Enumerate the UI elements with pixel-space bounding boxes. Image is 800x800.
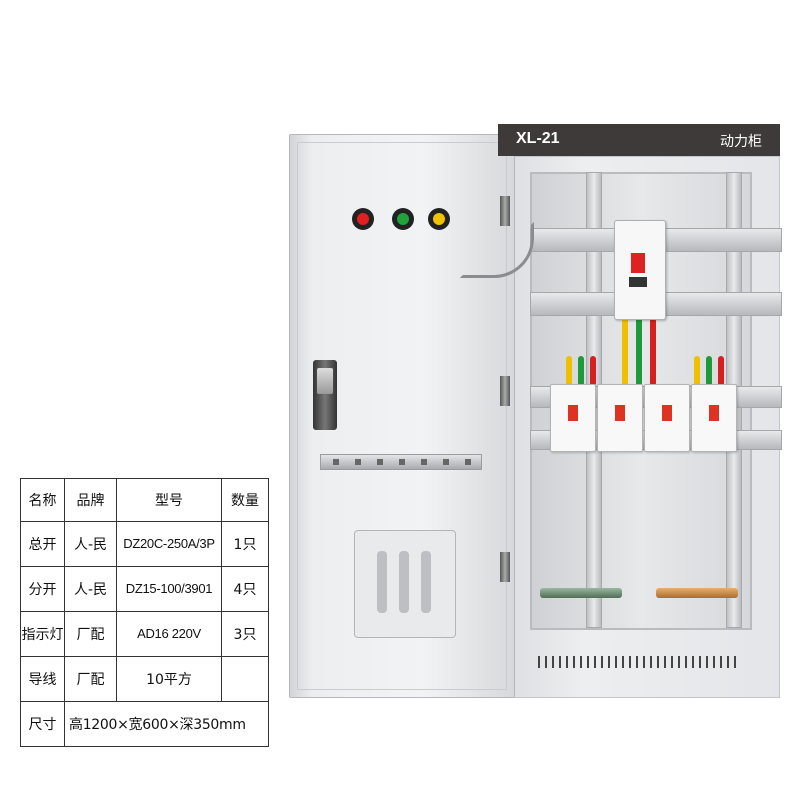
document-holder xyxy=(354,530,456,638)
cell-name: 总开 xyxy=(20,521,65,567)
cell-qty: 3只 xyxy=(221,611,269,657)
cell-dimension-label: 尺寸 xyxy=(20,701,65,747)
neutral-busbar xyxy=(656,588,738,598)
indicator-lamp-icon xyxy=(352,208,374,230)
header-qty: 数量 xyxy=(221,478,269,522)
green-wire xyxy=(706,356,712,386)
din-rail xyxy=(320,454,482,470)
table-row-dimensions: 尺寸 高1200×宽600×深350mm xyxy=(20,701,269,747)
yellow-wire xyxy=(566,356,572,386)
cell-brand: 人-民 xyxy=(64,521,117,567)
table-header-row: 名称 品牌 型号 数量 xyxy=(20,478,269,522)
red-wire xyxy=(590,356,596,386)
door-hinge xyxy=(500,196,510,226)
branch-circuit-breaker-icon xyxy=(550,384,596,452)
cell-qty: 4只 xyxy=(221,566,269,612)
branch-circuit-breaker-icon xyxy=(691,384,737,452)
cell-dimension-value: 高1200×宽600×深350mm xyxy=(64,701,269,747)
cabinet-type: 动力柜 xyxy=(720,134,762,150)
table-row: 导线 厂配 10平方 xyxy=(20,656,269,702)
spec-table: 名称 品牌 型号 数量 总开 人-民 DZ20C-250A/3P 1只 分开 人… xyxy=(20,478,269,747)
red-wire xyxy=(650,318,656,386)
cell-qty xyxy=(221,656,269,702)
cell-brand: 人-民 xyxy=(64,566,117,612)
table-row: 总开 人-民 DZ20C-250A/3P 1只 xyxy=(20,521,269,567)
door-handle-icon xyxy=(313,360,337,430)
cell-model: DZ15-100/3901 xyxy=(116,566,222,612)
indicator-lamp-icon xyxy=(428,208,450,230)
ventilation-slots xyxy=(538,656,738,668)
cell-name: 分开 xyxy=(20,566,65,612)
branch-circuit-breaker-icon xyxy=(597,384,643,452)
header-brand: 品牌 xyxy=(64,478,117,522)
yellow-wire xyxy=(622,318,628,386)
header-model: 型号 xyxy=(116,478,222,522)
cell-model: DZ20C-250A/3P xyxy=(116,521,222,567)
table-row: 指示灯 厂配 AD16 220V 3只 xyxy=(20,611,269,657)
green-wire xyxy=(578,356,584,386)
table-row: 分开 人-民 DZ15-100/3901 4只 xyxy=(20,566,269,612)
header-name: 名称 xyxy=(20,478,65,522)
cell-brand: 厂配 xyxy=(64,611,117,657)
cabinet-header-bar: XL-21 动力柜 xyxy=(498,124,780,156)
cell-model: AD16 220V xyxy=(116,611,222,657)
branch-circuit-breaker-icon xyxy=(644,384,690,452)
cell-name: 导线 xyxy=(20,656,65,702)
indicator-lamp-icon xyxy=(392,208,414,230)
ground-busbar xyxy=(540,588,622,598)
cabinet-model: XL-21 xyxy=(516,130,560,147)
cell-brand: 厂配 xyxy=(64,656,117,702)
cell-name: 指示灯 xyxy=(20,611,65,657)
cell-model: 10平方 xyxy=(116,656,222,702)
main-circuit-breaker-icon xyxy=(614,220,666,320)
door-hinge xyxy=(500,376,510,406)
door-inner-frame xyxy=(297,142,507,690)
yellow-wire xyxy=(694,356,700,386)
cell-qty: 1只 xyxy=(221,521,269,567)
door-hinge xyxy=(500,552,510,582)
green-wire xyxy=(636,318,642,386)
red-wire xyxy=(718,356,724,386)
